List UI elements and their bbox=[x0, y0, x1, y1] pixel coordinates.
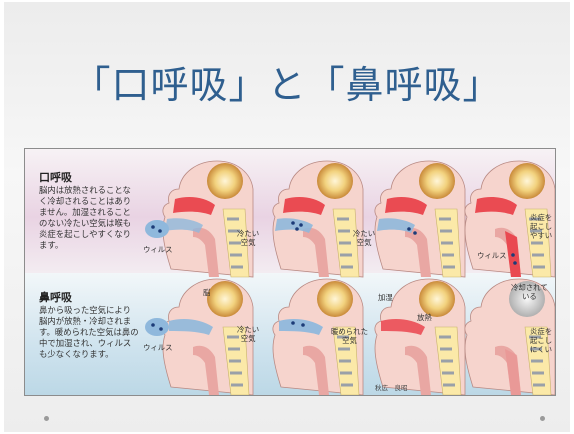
brain-icon bbox=[207, 281, 243, 317]
label-cold-air-nose: 冷たい 空気 bbox=[237, 325, 260, 343]
label-inflammation-mouth: 炎症を 起こし やすい bbox=[530, 213, 553, 240]
slide-decoration-dot-left bbox=[44, 416, 49, 421]
nose-breathing-heading: 鼻呼吸 bbox=[39, 291, 72, 304]
label-heat-release: 放熱 bbox=[417, 313, 432, 322]
brain-icon bbox=[419, 163, 455, 199]
brain-icon bbox=[419, 281, 455, 317]
label-inflammation-nose: 炎症を 起こし にくい bbox=[530, 327, 553, 354]
brain-icon bbox=[509, 163, 545, 199]
virus-cluster-mouth bbox=[145, 220, 169, 238]
mouth-breathing-description: 脳内は放熱されることなく冷却されることはありません。加湿されることのない冷たい空… bbox=[39, 185, 132, 250]
illustration-credit: 秋広 良昭 bbox=[375, 384, 408, 392]
mouth-breathing-heading: 口呼吸 bbox=[39, 171, 72, 184]
nose-head-2 bbox=[271, 277, 365, 395]
mouth-head-4 bbox=[463, 159, 555, 279]
mouth-head-1 bbox=[161, 159, 255, 279]
slide-decoration-dot-right bbox=[540, 416, 545, 421]
mouth-head-2 bbox=[271, 159, 365, 279]
nose-head-4 bbox=[463, 277, 555, 395]
nose-breathing-description: 鼻から吸った空気により脳内が放熱・冷却されます。暖められた空気は鼻の中で加湿され… bbox=[39, 305, 139, 359]
label-virus-mouth-1: ウィルス bbox=[143, 245, 173, 254]
mouth-head-3 bbox=[373, 159, 467, 279]
brain-icon bbox=[317, 281, 353, 317]
label-brain-nose: 脳 bbox=[203, 288, 211, 297]
cooled-brain-icon bbox=[509, 281, 545, 317]
label-virus-nose: ウィルス bbox=[143, 343, 173, 352]
nose-head-1 bbox=[161, 277, 255, 395]
label-humidify: 加湿 bbox=[378, 293, 393, 302]
label-cooled: 冷却されて いる bbox=[511, 283, 548, 301]
label-virus-mouth-2: ウィルス bbox=[477, 251, 507, 260]
slide-title: 「口呼吸」と「鼻呼吸」 bbox=[72, 63, 502, 107]
label-cold-air-mouth-1: 冷たい 空気 bbox=[237, 229, 260, 247]
brain-icon bbox=[317, 163, 353, 199]
virus-cluster-nose bbox=[145, 318, 169, 336]
breathing-diagram: 口呼吸 脳内は放熱されることなく冷却されることはありません。加湿されることのない… bbox=[24, 148, 556, 396]
brain-icon bbox=[207, 163, 243, 199]
label-cold-air-mouth-2: 冷たい 空気 bbox=[353, 229, 376, 247]
label-warmed-air-nose: 暖められた 空気 bbox=[331, 327, 368, 345]
nose-head-3 bbox=[373, 277, 467, 395]
slide: 「口呼吸」と「鼻呼吸」 口呼吸 脳内は放熱されることなく冷却されることはありませ… bbox=[4, 2, 570, 432]
head-illustrations bbox=[145, 159, 555, 395]
